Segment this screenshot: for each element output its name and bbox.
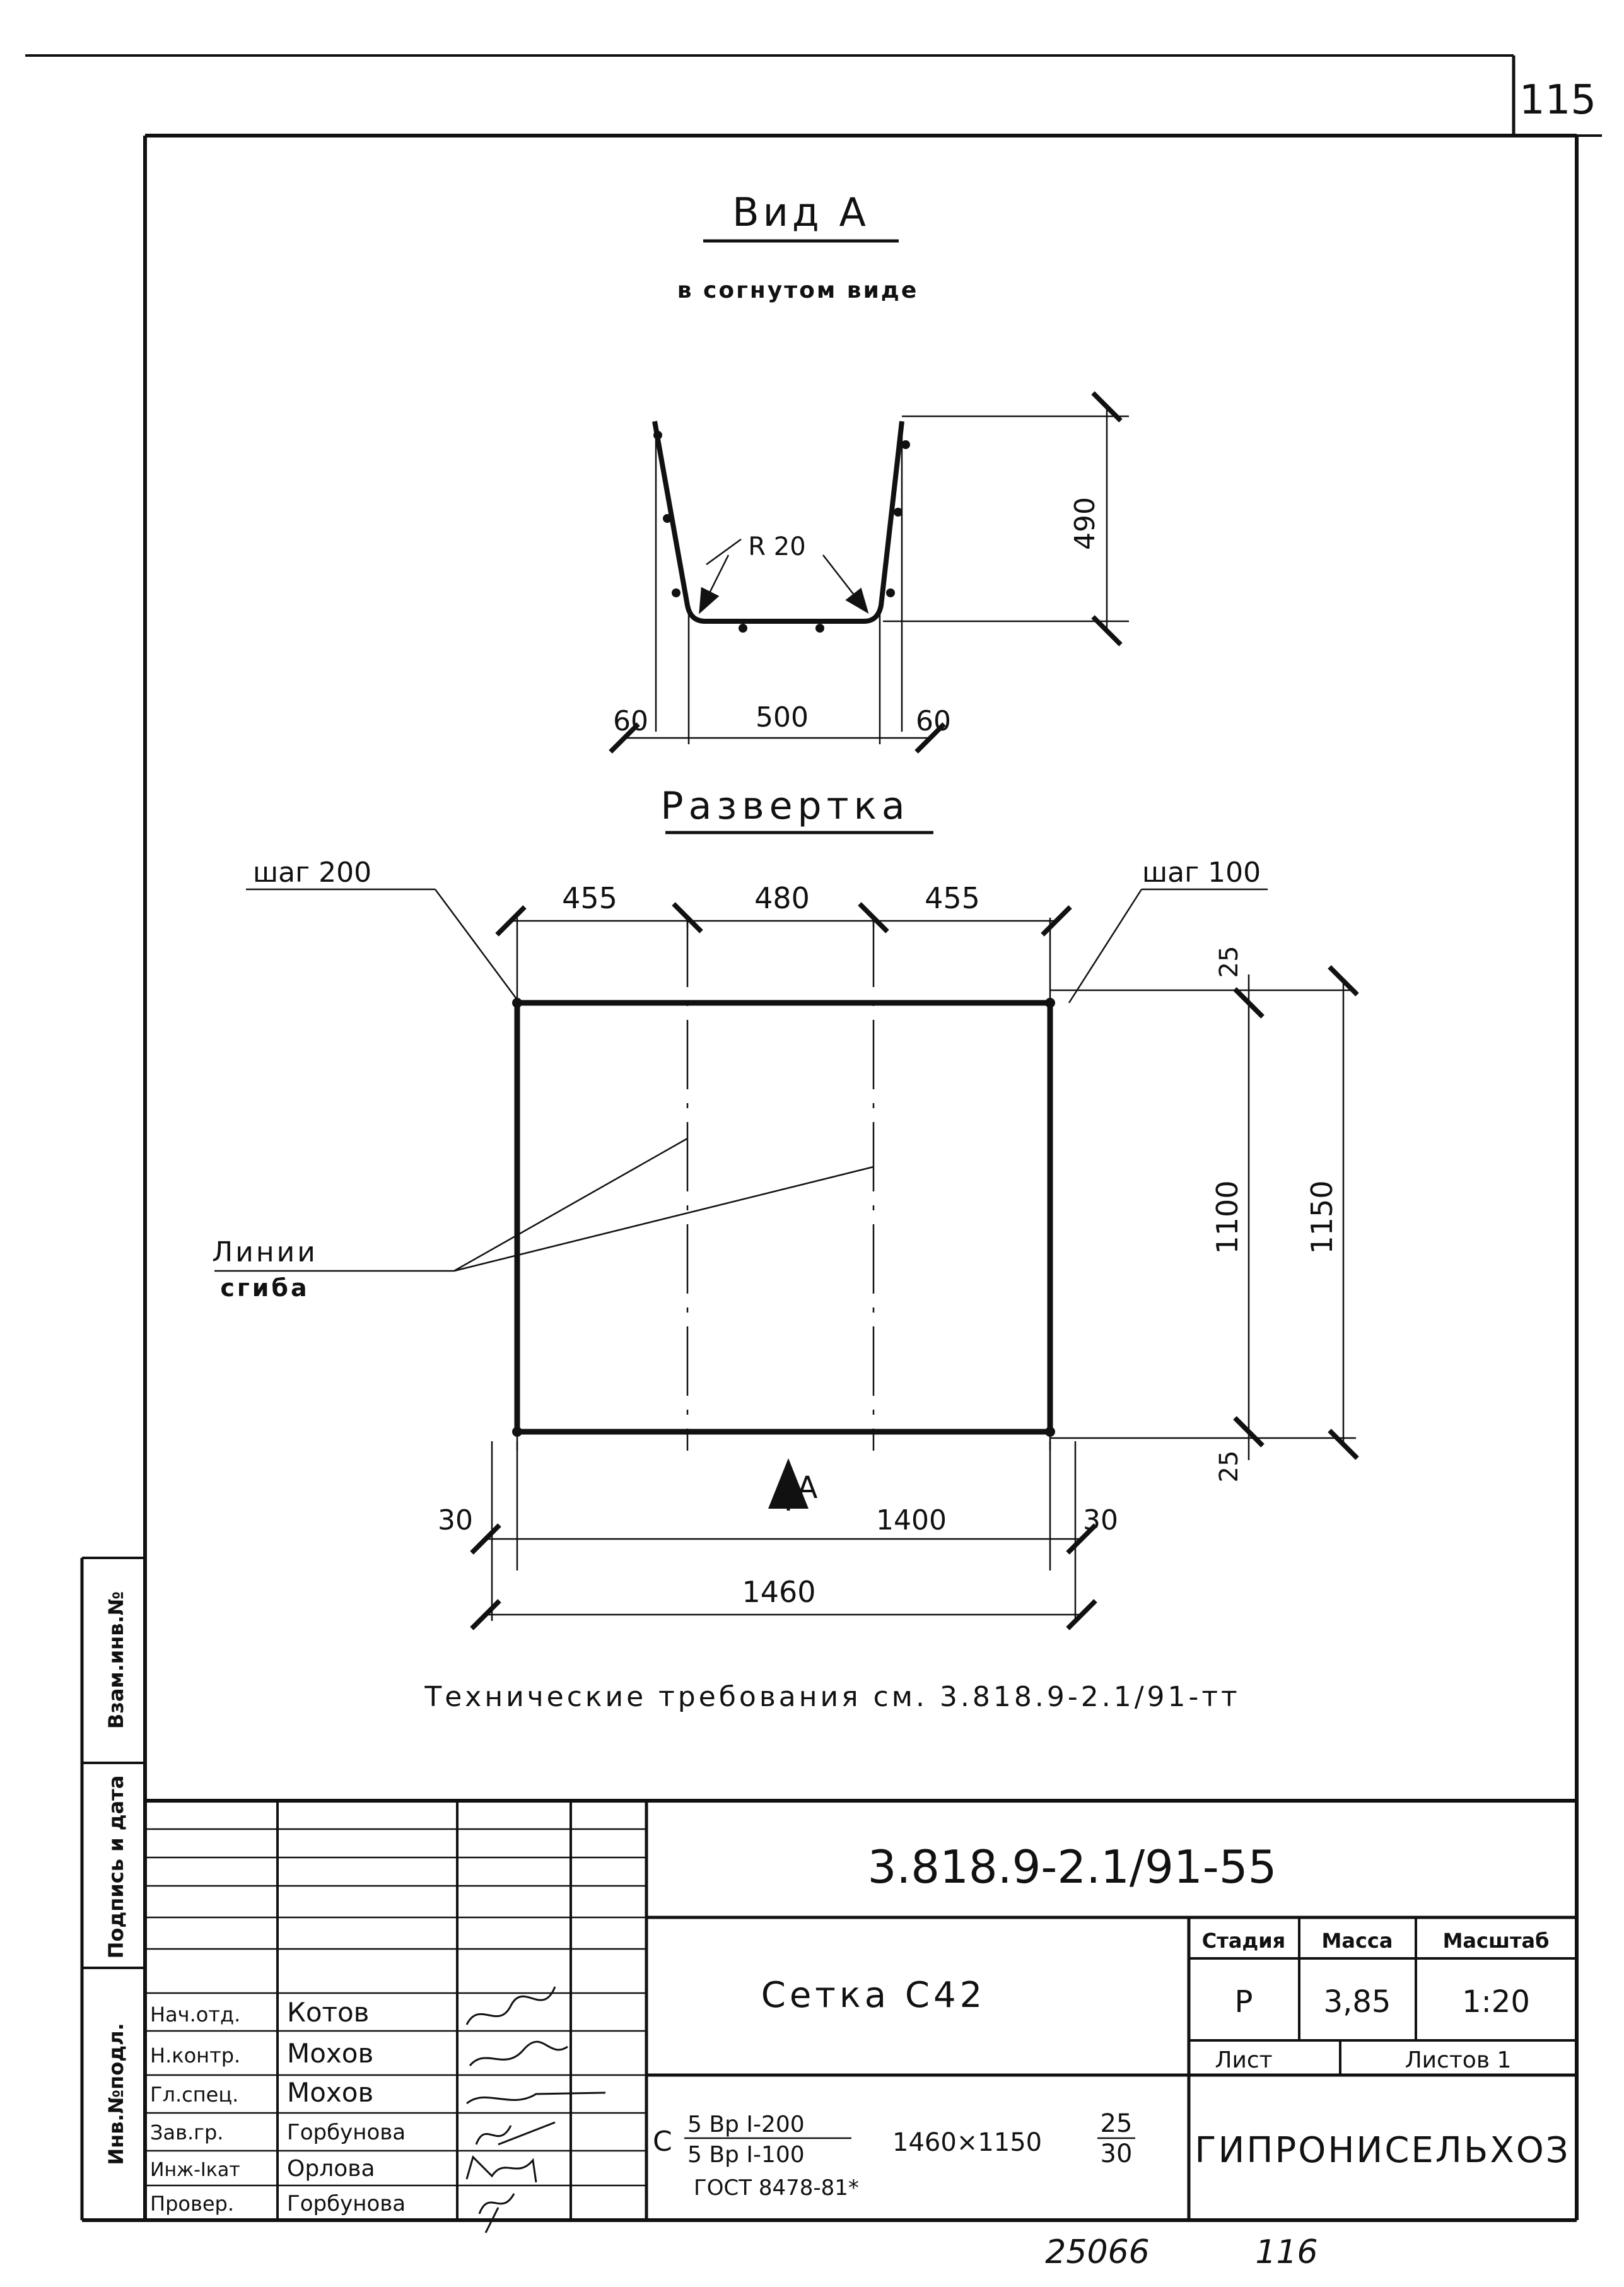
step-100-label: шаг 100: [1142, 857, 1261, 889]
signatures: [465, 1986, 606, 2233]
mass-value: 3,85: [1324, 1984, 1391, 2020]
bent-mesh-profile: [609, 391, 1129, 754]
page-number: 115: [1519, 77, 1596, 124]
footer-left: 25066: [1045, 2233, 1149, 2271]
doc-code: 3.818.9-2.1/91-55: [868, 1840, 1277, 1893]
dim-bottom-left: 30: [438, 1504, 473, 1536]
organization: ГИПРОНИСЕЛЬХОЗ: [1195, 2130, 1570, 2171]
development-title: Развертка: [660, 784, 909, 828]
spec-num-top: 5 Вр I-200: [687, 2112, 805, 2138]
staff-role: Инж-Iкат: [150, 2159, 240, 2181]
dim-top-right: 455: [925, 881, 980, 915]
dim-height-outer: 1150: [1305, 1180, 1339, 1254]
tech-requirements: Технические требования см. 3.818.9-2.1/9…: [424, 1681, 1240, 1713]
spec-num-bottom: 5 Вр I-100: [687, 2142, 805, 2168]
dim-base-500: 500: [756, 701, 809, 734]
title-block-grid: [145, 1799, 1577, 2220]
staff-table: Нач.отд. Котов Н.контр. Мохов Гл.спец. М…: [150, 1997, 406, 2216]
arrow-a-label: А: [797, 1470, 818, 1506]
spec-standard: ГОСТ 8478-81*: [694, 2175, 859, 2201]
mass-header: Масса: [1322, 1929, 1393, 1953]
radius-label: R 20: [748, 532, 805, 561]
stamp-vzam-inv: Взам.инв.№: [104, 1591, 128, 1729]
sheets-label: Листов 1: [1405, 2047, 1512, 2073]
staff-role: Зав.гр.: [150, 2120, 223, 2144]
item-name: Сетка С42: [761, 1975, 986, 2016]
staff-role: Н.контр.: [150, 2044, 240, 2068]
view-a-title: Вид А: [732, 189, 870, 235]
rebar-dots-mesh: [512, 998, 1055, 1437]
scale-value: 1:20: [1462, 1984, 1530, 2020]
step-200-label: шаг 200: [253, 857, 371, 889]
bend-lines-label-2: сгиба: [220, 1274, 309, 1302]
stamp-podpis-data: Подпись и дата: [104, 1775, 128, 1959]
dim-offset-bottom: 25: [1215, 1451, 1244, 1483]
staff-role: Провер.: [150, 2192, 234, 2216]
staff-name: Орлова: [287, 2156, 375, 2182]
spec-frac-top: 25: [1101, 2109, 1133, 2138]
staff-name: Мохов: [287, 2077, 373, 2108]
spec-prefix: С: [653, 2126, 672, 2158]
footer-right: 116: [1255, 2233, 1317, 2271]
sheet-frame: [25, 54, 1602, 2222]
spec-size: 1460×1150: [892, 2128, 1042, 2157]
staff-role: Гл.спец.: [150, 2083, 238, 2107]
dim-bottom-mid: 1400: [876, 1504, 947, 1536]
dim-top-mid: 480: [754, 881, 810, 915]
dim-total: 1460: [742, 1575, 815, 1609]
stage-value: Р: [1235, 1984, 1253, 2020]
flat-mesh: [214, 888, 1359, 1630]
dim-right-60: 60: [916, 705, 951, 737]
spec-frac-bottom: 30: [1101, 2139, 1133, 2168]
rebar-dots-view-a: [653, 431, 910, 633]
staff-name: Горбунова: [287, 2191, 406, 2216]
dim-bottom-right: 30: [1083, 1504, 1118, 1536]
scale-header: Масштаб: [1443, 1929, 1550, 1953]
mesh-spec: С 5 Вр I-200 5 Вр I-100 1460×1150 25 30 …: [653, 2109, 1132, 2201]
bend-lines-label: Линии: [212, 1236, 318, 1268]
dim-offset-top: 25: [1215, 946, 1244, 978]
staff-name: Горбунова: [287, 2120, 406, 2145]
staff-name: Мохов: [287, 2038, 373, 2069]
stage-header: Стадия: [1202, 1929, 1285, 1953]
dim-left-60: 60: [613, 705, 648, 737]
view-a-subtitle: в согнутом виде: [677, 278, 919, 303]
staff-name: Котов: [287, 1997, 369, 2028]
sheet-label: Лист: [1215, 2047, 1272, 2073]
dim-height-490: 490: [1069, 497, 1101, 550]
stamp-inv-podl: Инв.№подл.: [104, 2023, 128, 2165]
dim-top-left: 455: [562, 881, 617, 915]
staff-role: Нач.отд.: [150, 2003, 240, 2027]
dim-height-inner: 1100: [1210, 1180, 1244, 1254]
